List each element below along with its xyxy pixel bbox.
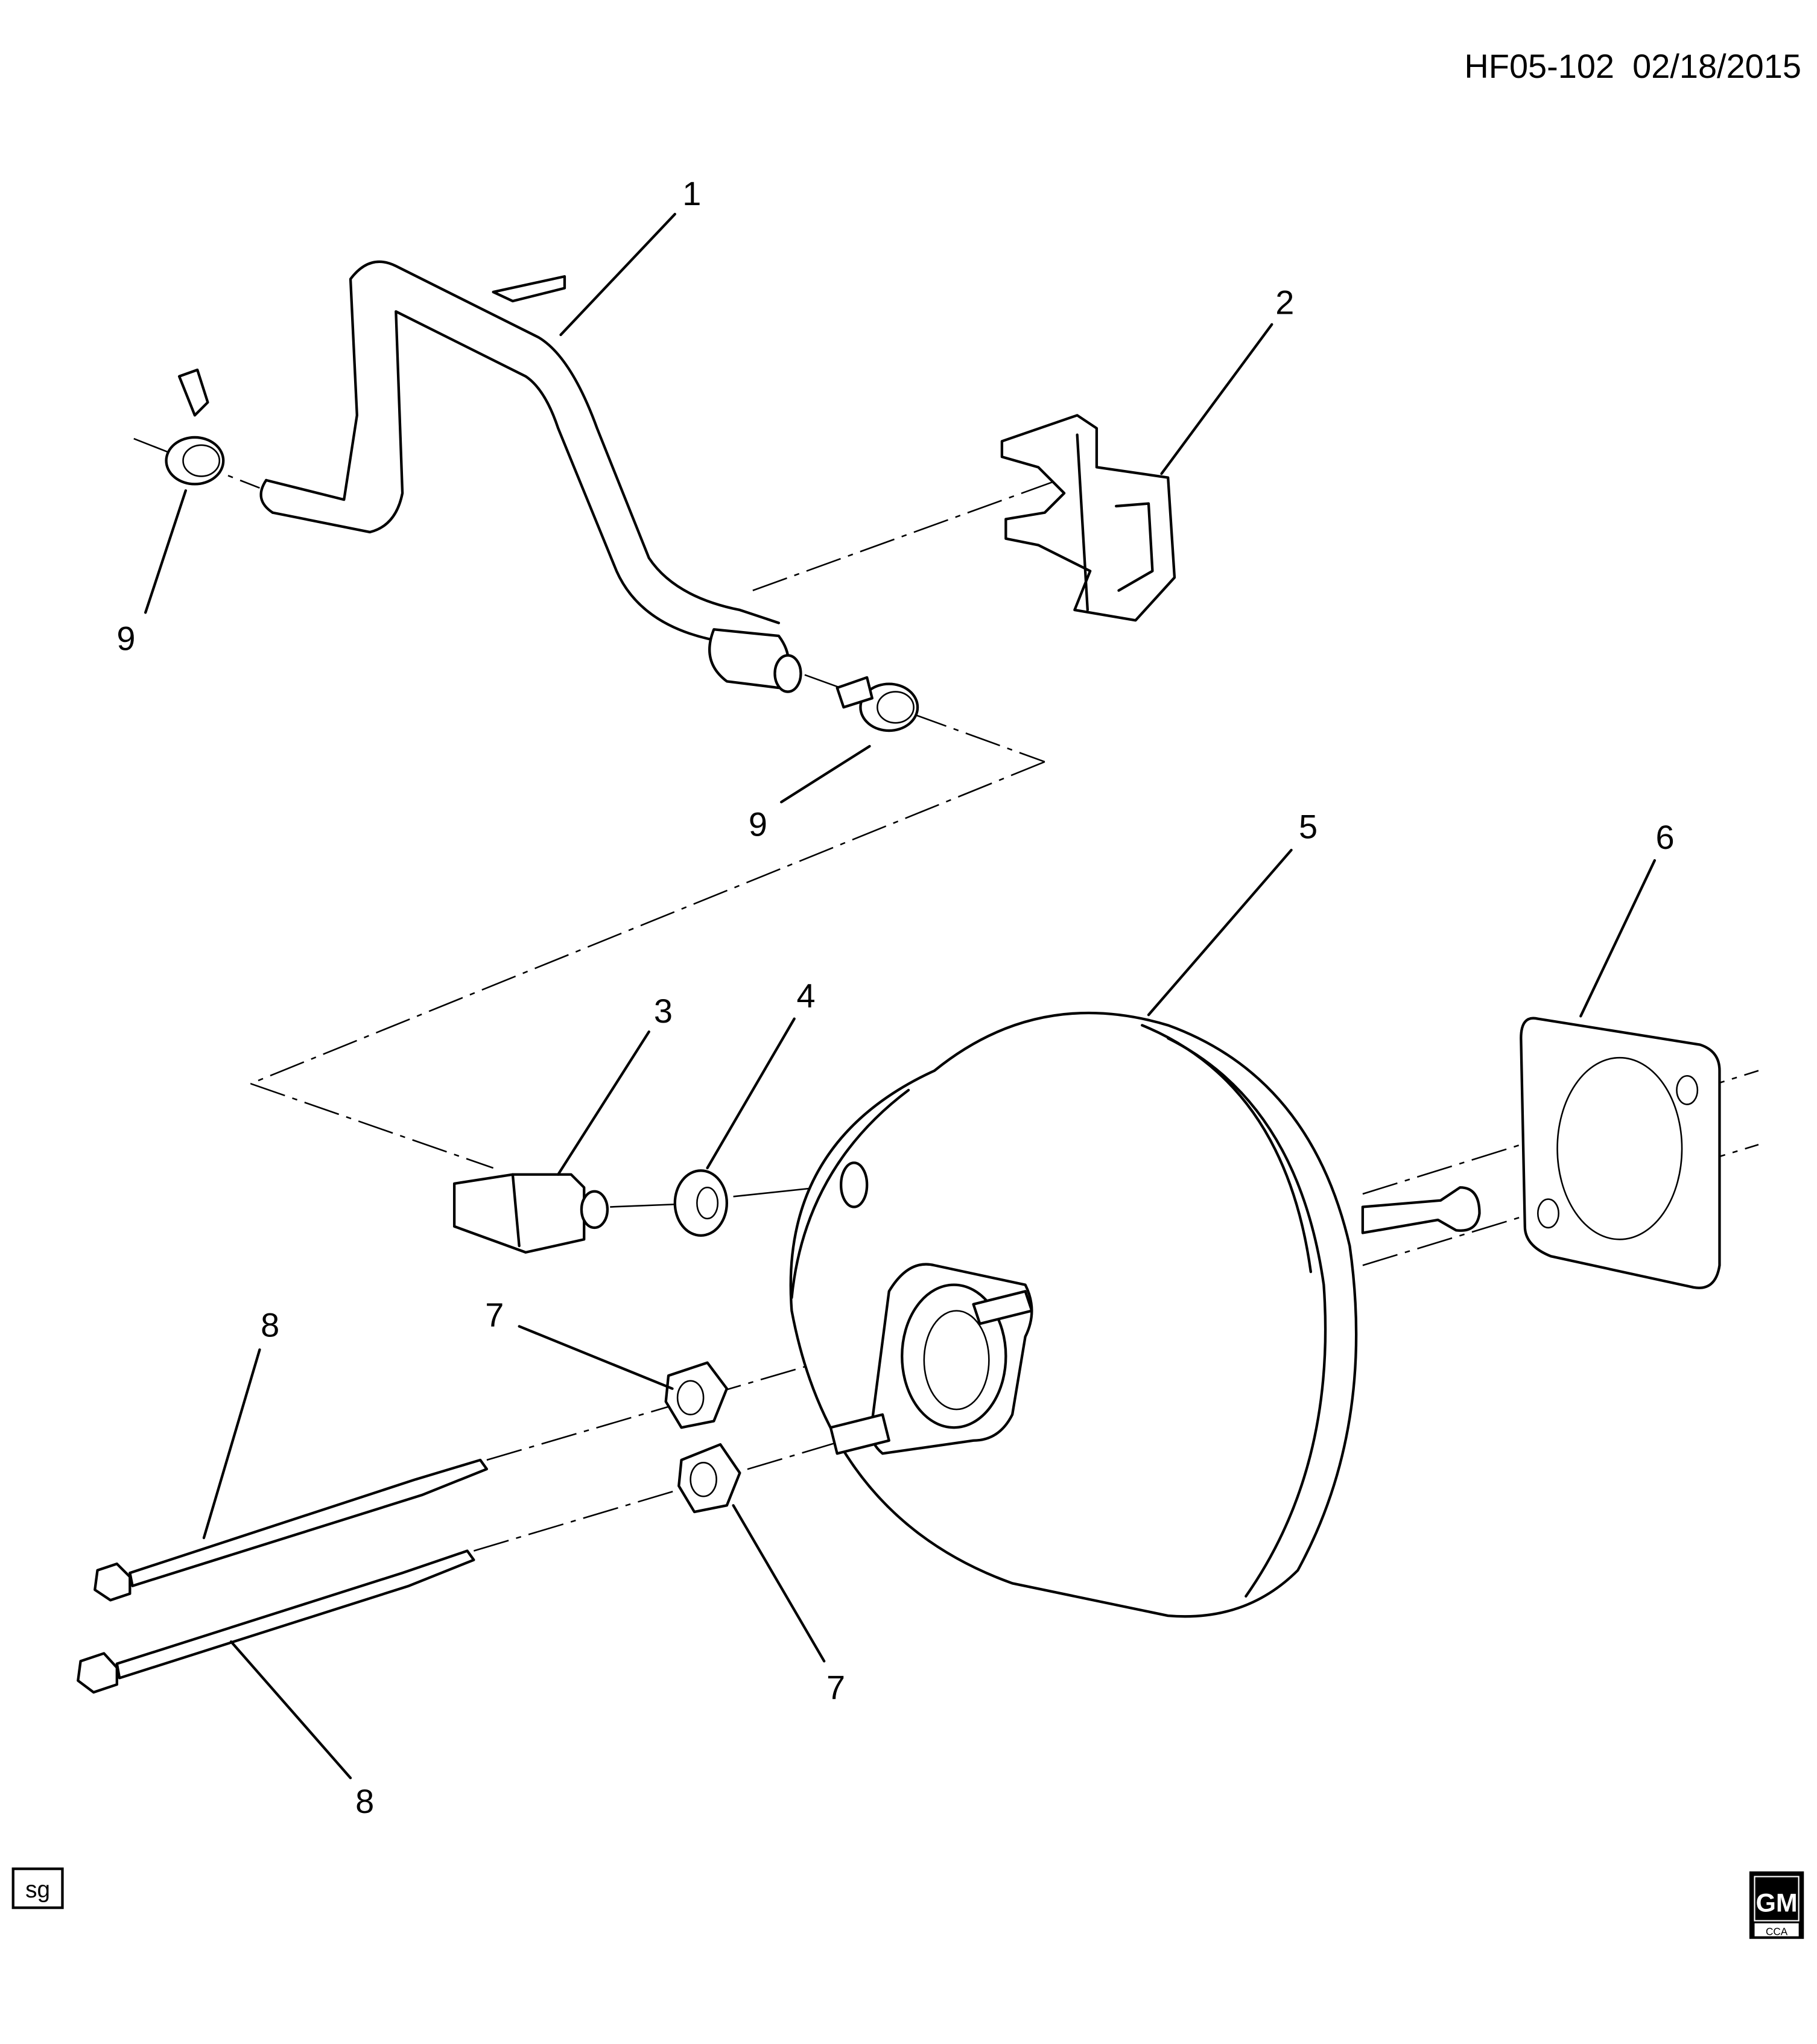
callout-9b: 9 — [749, 805, 767, 843]
callout-7: 7 — [485, 1295, 504, 1333]
callout-4: 4 — [797, 976, 816, 1014]
nut[interactable] — [677, 1443, 741, 1514]
vacuum-hose[interactable] — [259, 260, 802, 693]
bolt[interactable] — [77, 1549, 475, 1694]
svg-text:CCA: CCA — [1766, 1925, 1788, 1937]
nut[interactable] — [664, 1361, 728, 1429]
gasket[interactable] — [1520, 1017, 1721, 1289]
callout-6: 6 — [1656, 818, 1675, 856]
callout-1: 1 — [682, 174, 701, 212]
diagram-id: HF05-102 — [1464, 47, 1614, 85]
hose-bracket[interactable] — [1000, 414, 1176, 622]
callout-9: 9 — [116, 620, 135, 658]
callout-2: 2 — [1275, 284, 1294, 322]
svg-text:sg: sg — [25, 1877, 50, 1903]
callout-3: 3 — [654, 992, 673, 1030]
hose-clamp[interactable] — [165, 368, 225, 486]
callout-8b: 8 — [355, 1782, 374, 1820]
gm-logo: GM CCA — [1749, 1871, 1804, 1939]
diagram-date: 02/18/2015 — [1632, 47, 1801, 85]
grommet[interactable] — [673, 1169, 728, 1237]
leader-lines — [144, 212, 1657, 1780]
svg-text:GM: GM — [1755, 1889, 1797, 1918]
brake-booster[interactable] — [789, 1011, 1481, 1618]
callout-7b: 7 — [826, 1668, 845, 1706]
diagram-header: HF05-102 02/18/2015 — [1464, 47, 1801, 85]
callout-5: 5 — [1299, 808, 1318, 846]
vacuum-sensor[interactable] — [452, 1173, 609, 1254]
callout-8: 8 — [261, 1306, 279, 1344]
sg-tag: sg — [11, 1867, 64, 1909]
bolt[interactable] — [94, 1458, 489, 1602]
hose-clamp[interactable] — [836, 676, 919, 732]
